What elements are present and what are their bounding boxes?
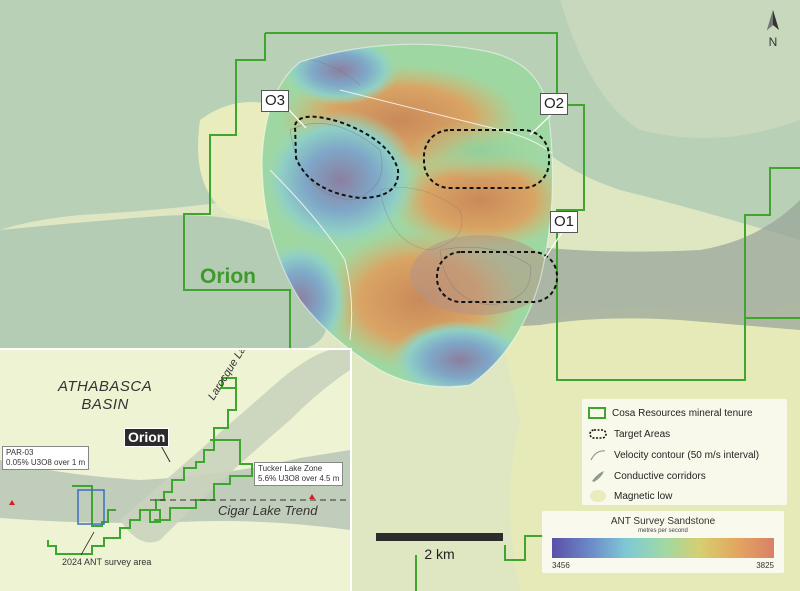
north-letter: N <box>768 35 778 49</box>
legend-item-magnetic: Magnetic low <box>588 488 672 504</box>
colorbar-subtitle: metres per second <box>638 528 688 534</box>
background-region-3 <box>560 0 800 138</box>
scale-bar-label: 2 km <box>424 546 455 562</box>
colorbar: ANT Survey Sandstone metres per second 3… <box>542 511 784 573</box>
legend-item-target: Target Areas <box>588 426 670 442</box>
contour-icon <box>590 450 606 461</box>
survey-outline <box>261 43 554 388</box>
colorbar-min: 3456 <box>552 561 570 570</box>
legend-label: Cosa Resources mineral tenure <box>612 407 753 419</box>
par03-callout: PAR-03 0.05% U3O8 over 1 m <box>2 446 90 470</box>
basin-line1: ATHABASCA <box>58 378 153 395</box>
tucker-marker <box>309 494 315 499</box>
colorbar-gradient <box>552 538 774 558</box>
leader-o1 <box>544 230 564 259</box>
inset-orion-label: Orion <box>124 428 170 447</box>
scale-bar-graphic <box>376 533 503 541</box>
inset-tenure <box>154 439 253 521</box>
inset-trend-band <box>120 350 350 543</box>
colorbar-title: ANT Survey Sandstone <box>610 516 716 527</box>
background-region-2 <box>0 215 327 350</box>
cigar-trend-label: Cigar Lake Trend <box>218 503 318 518</box>
tenure-boundary <box>265 32 800 381</box>
survey-area-pointer <box>80 531 95 556</box>
inset-basin-label: ATHABASCA BASIN <box>58 378 152 414</box>
leader-o2 <box>529 112 554 136</box>
legend: Cosa Resources mineral tenure Target Are… <box>582 399 787 505</box>
tucker-name: Tucker Lake Zone <box>258 464 323 473</box>
legend-item-tenure: Cosa Resources mineral tenure <box>588 405 753 421</box>
target-area-o2 <box>423 129 550 189</box>
tenure-boundary <box>183 33 291 350</box>
target-label-o1: O1 <box>550 211 579 233</box>
tucker-grade: 5.6% U3O8 over 4.5 m <box>258 474 340 483</box>
tucker-callout: Tucker Lake Zone 5.6% U3O8 over 4.5 m <box>254 462 344 486</box>
legend-label: Velocity contour (50 m/s interval) <box>614 449 760 461</box>
legend-item-contour: Velocity contour (50 m/s interval) <box>588 447 759 463</box>
tenure-boundary <box>744 167 800 318</box>
inset-tenure <box>221 377 237 388</box>
target-area-o3 <box>293 115 400 200</box>
target-area-o1 <box>436 251 558 303</box>
inset-map: ATHABASCA BASIN Orion PAR-03 0.05% U3O8 … <box>0 348 352 591</box>
target-label-o3: O3 <box>261 90 290 112</box>
par03-grade: 0.05% U3O8 over 1 m <box>6 458 86 467</box>
basin-line2: BASIN <box>81 396 129 413</box>
place-label-orion: Orion <box>200 265 256 288</box>
legend-label: Magnetic low <box>614 490 673 502</box>
colorbar-max: 3825 <box>756 561 774 570</box>
target-area-icon <box>589 429 607 439</box>
tenure-boundary <box>504 535 545 561</box>
legend-label: Target Areas <box>614 428 671 440</box>
leader-o3 <box>288 109 307 129</box>
conductive-corridor-icon <box>592 471 604 482</box>
inset-tenure <box>149 509 161 523</box>
inset-survey-area <box>77 489 105 525</box>
legend-label: Conductive corridors <box>614 470 706 482</box>
north-arrow-icon <box>767 10 779 30</box>
north-arrow: N <box>762 10 784 49</box>
par03-name: PAR-03 <box>6 448 34 457</box>
survey-area-label: 2024 ANT survey area <box>62 557 152 567</box>
target-label-o2: O2 <box>540 93 569 115</box>
tenure-swatch-icon <box>588 407 606 419</box>
par03-marker <box>9 500 15 505</box>
scale-bar: 2 km <box>376 533 503 562</box>
magnetic-low-icon <box>590 490 606 502</box>
legend-item-conductive: Conductive corridors <box>588 468 706 484</box>
